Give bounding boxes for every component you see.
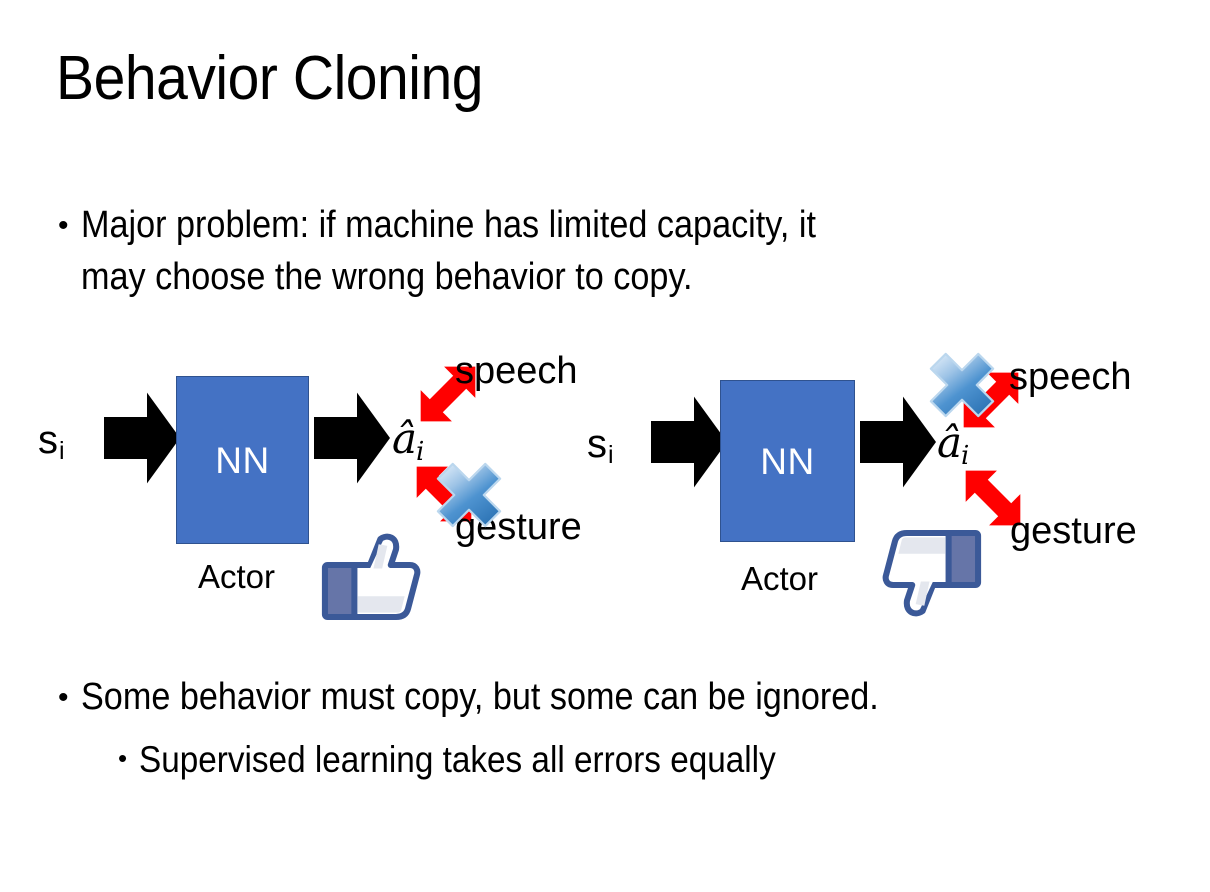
nn-box-left: NN [176,376,309,544]
input-arrow-left [104,392,180,484]
branch-arrow-gesture-right [965,470,1021,526]
cross-out-gesture-icon-left [436,462,502,528]
input-arrow-right [651,396,727,488]
diagram-right-bad-case: si NN Actor âi speech ges [547,340,1152,640]
branch-arrow-speech-left [420,366,476,422]
output-arrow-left [314,392,390,484]
bullet-text: Some behavior must copy, but some can be… [80,676,879,718]
branch-label-speech-right: speech [1009,356,1132,398]
actor-caption-right: Actor [741,560,819,597]
branch-label-speech-left: speech [455,350,578,392]
page-title: Behavior Cloning [56,44,484,113]
cross-out-speech-icon-right [929,352,995,418]
input-state-label-left: si [38,418,65,465]
bullet-marker: • [58,681,69,714]
thumbs-down-icon [882,529,982,617]
output-action-label-left: âi [392,414,425,467]
nn-box-label: NN [760,440,815,482]
bullet-item-supervised-learning: • Supervised learning takes all errors e… [118,735,1178,785]
nn-box-label: NN [215,439,270,481]
bullet-item-major-problem: • Major problem: if machine has limited … [58,200,1148,303]
bullet-marker: • [118,743,128,773]
output-action-label-right: âi [937,418,970,471]
diagram-left-good-case: si NN Actor âi speech gesture [0,340,605,640]
actor-caption-left: Actor [198,558,276,595]
output-arrow-right [860,396,936,488]
branch-label-gesture-right: gesture [1010,510,1137,552]
input-state-label-right: si [587,422,614,469]
nn-box-right: NN [720,380,855,542]
thumbs-up-icon [321,533,421,621]
bullet-marker: • [58,209,69,242]
bullet-text: Supervised learning takes all errors equ… [139,739,776,780]
bullet-text: Major problem: if machine has limited ca… [80,204,816,298]
bullet-item-some-behavior: • Some behavior must copy, but some can … [58,672,1178,724]
